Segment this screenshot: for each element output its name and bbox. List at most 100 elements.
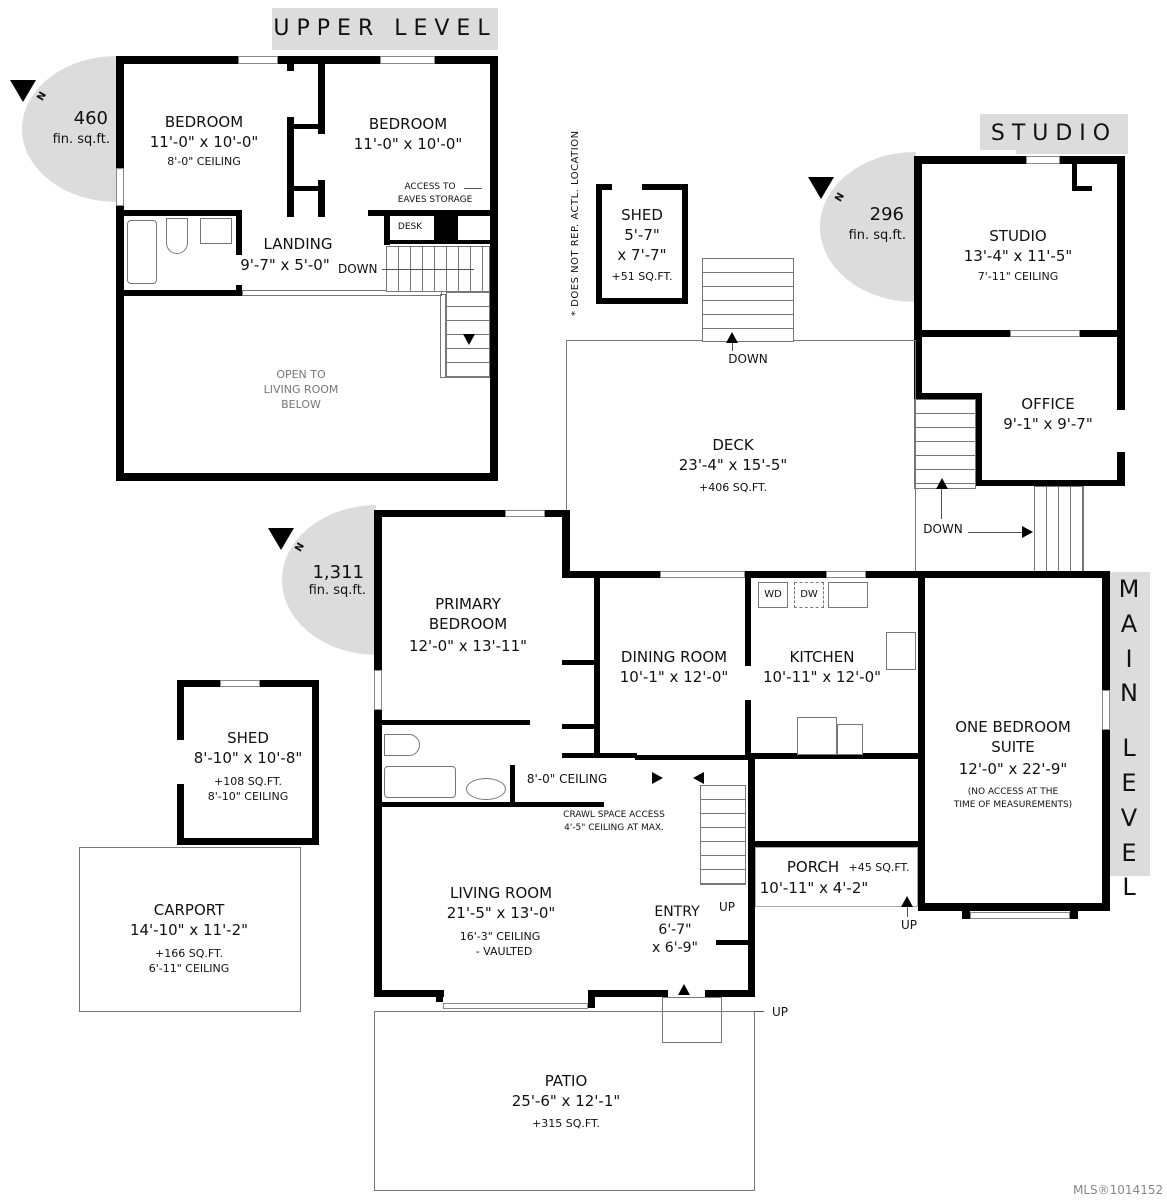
sink-icon (466, 778, 506, 800)
room-dims: 23'-4" x 15'-5" (678, 456, 788, 474)
room-name: LIVING ROOM (449, 884, 553, 902)
room-dims: 9'-7" x 5'-0" (240, 256, 330, 274)
main-area-unit: fin. sq.ft. (308, 583, 366, 598)
room-name: BEDROOM (164, 113, 244, 131)
room-area: +108 SQ.FT. (214, 775, 282, 788)
side-stairs (1034, 486, 1084, 572)
bathtub-icon (384, 766, 456, 798)
stairs-up-arrow-icon (936, 478, 948, 489)
room-name: LANDING (263, 235, 333, 253)
room-dims: 11'-0" x 10'-0" (149, 133, 259, 151)
studio-area-unit: fin. sq.ft. (848, 228, 906, 243)
eaves-note: EAVES STORAGE (397, 195, 473, 205)
main-stairs (700, 785, 746, 885)
room-dims: 10'-11" x 12'-0" (762, 668, 882, 686)
room-dims: 10'-1" x 12'-0" (619, 668, 729, 686)
deck-stairs (702, 258, 794, 342)
studio-title: STUDIO (980, 114, 1128, 154)
north-arrow-icon (268, 528, 294, 550)
upper-area-unit: fin. sq.ft. (52, 132, 110, 147)
desk-label: DESK (397, 222, 423, 232)
room-name: SUITE (991, 738, 1035, 756)
washer-dryer-icon: WD (758, 582, 788, 608)
room-area: +166 SQ.FT. (155, 947, 223, 960)
toilet-icon (384, 734, 420, 756)
room-area: +315 SQ.FT. (532, 1117, 600, 1130)
toilet-icon (166, 218, 188, 254)
room-note: 8'-0" CEILING (167, 155, 241, 168)
bathtub-icon (127, 220, 157, 284)
mls-watermark: MLS®1014152 (1073, 1183, 1164, 1197)
stairs-down-arrow-icon (463, 334, 475, 345)
room-dims: x 7'-7" (617, 246, 667, 264)
room-dims: 11'-0" x 10'-0" (353, 135, 463, 153)
room-name: KITCHEN (789, 648, 855, 666)
eaves-note: ACCESS TO (404, 182, 456, 192)
north-arrow-icon (808, 177, 834, 199)
room-name: ONE BEDROOM (955, 718, 1071, 736)
room-note: 6'-11" CEILING (148, 962, 230, 975)
hall-ceiling-note: 8'-0" CEILING (526, 772, 608, 786)
room-dims: 8'-10" x 10'-8" (193, 749, 303, 767)
room-note: 7'-11" CEILING (977, 270, 1059, 283)
stairs-direction: UP (771, 1005, 789, 1019)
stairs-up-arrow-icon (678, 984, 690, 995)
room-area: +406 SQ.FT. (699, 481, 767, 494)
room-dims: 13'-4" x 11'-5" (963, 247, 1073, 265)
room-note: 16'-3" CEILING (459, 930, 541, 943)
stairs-direction: UP (900, 918, 918, 932)
counter (797, 717, 837, 755)
room-area: +45 SQ.FT. (848, 861, 910, 874)
room-dims: 5'-7" (624, 226, 660, 244)
sink-icon (200, 218, 232, 244)
north-arrow-icon (10, 80, 36, 102)
room-name: PORCH (786, 858, 840, 876)
crawl-space-note: 4'-5" CEILING AT MAX. (564, 823, 664, 833)
room-name: ENTRY (654, 904, 700, 920)
room-dims: 25'-6" x 12'-1" (511, 1092, 621, 1110)
room-name: PATIO (544, 1072, 588, 1090)
upper-area-value: 460 (73, 108, 108, 129)
upper-level-title: UPPER LEVEL (272, 8, 498, 50)
room-name: BEDROOM (428, 615, 508, 633)
room-name: BEDROOM (368, 115, 448, 133)
room-name: DINING ROOM (620, 648, 728, 666)
studio-area-value: 296 (869, 204, 904, 225)
counter (837, 724, 863, 755)
patio-area (374, 1011, 755, 1191)
stairs-arrow-icon (693, 772, 704, 784)
room-name: SHED (621, 206, 663, 224)
main-area-value: 1,311 (312, 562, 364, 583)
stairs-arrow-icon (652, 772, 663, 784)
stove-icon (886, 632, 916, 670)
room-dims: 12'-0" x 13'-11" (408, 637, 528, 655)
stairs-direction: UP (718, 900, 736, 914)
crawl-space-note: CRAWL SPACE ACCESS (563, 810, 665, 820)
open-below-note: LIVING ROOM (263, 383, 339, 396)
room-dims: 12'-0" x 22'-9" (958, 760, 1068, 778)
room-name: SHED (227, 729, 269, 747)
stairs-up-arrow-icon (901, 896, 913, 907)
room-name: OFFICE (1021, 395, 1075, 413)
office-stairs (914, 399, 976, 489)
stairs-arrow-icon (1022, 526, 1033, 538)
room-note: TIME OF MEASUREMENTS) (953, 800, 1073, 810)
stairs-direction: DOWN (338, 262, 378, 276)
room-dims: 10'-11" x 4'-2" (759, 879, 869, 897)
room-dims: 21'-5" x 13'-0" (446, 904, 556, 922)
carport-area (79, 847, 301, 1012)
shed-location-note: * DOES NOT REP. ACTL. LOCATION (570, 130, 581, 316)
room-dims: 6'-7" (658, 922, 692, 938)
room-name: DECK (712, 436, 754, 454)
room-dims: 14'-10" x 11'-2" (129, 921, 249, 939)
room-name: CARPORT (153, 901, 225, 919)
dishwasher-icon: DW (794, 582, 824, 608)
open-below-note: OPEN TO (276, 368, 326, 381)
room-area: +51 SQ.FT. (611, 270, 673, 283)
room-dims: 9'-1" x 9'-7" (1003, 415, 1093, 433)
room-dims: x 6'-9" (652, 940, 698, 956)
open-below-note: BELOW (281, 398, 321, 411)
stairs-direction: DOWN (923, 522, 963, 536)
room-note: - VAULTED (475, 945, 533, 958)
